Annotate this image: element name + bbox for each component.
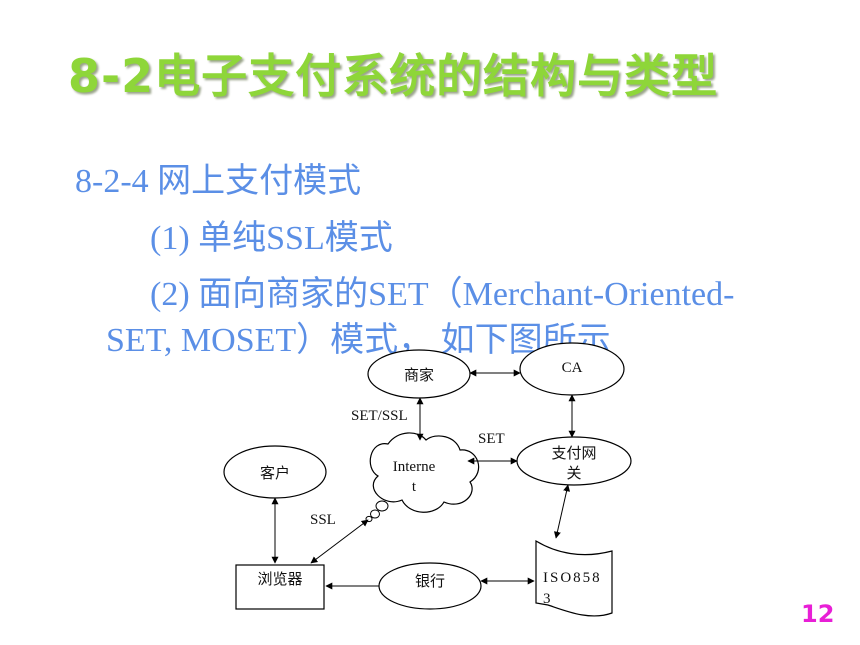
label-set-ssl: SET/SSL <box>351 408 408 424</box>
item-moset-mode-continued: SET, MOSET）模式， 如下图所示 <box>106 322 611 359</box>
internet-cloud <box>365 432 480 523</box>
page-number: 12 <box>801 600 835 628</box>
item-moset-mode: (2) 面向商家的SET（Merchant-Oriented- <box>150 276 735 313</box>
arrow-gateway-iso <box>553 484 571 539</box>
label-set: SET <box>478 431 505 447</box>
internet-label-line1: Interne <box>393 459 436 475</box>
iso8583-label-line1: ISO858 <box>543 570 602 586</box>
internet-label-line2: t <box>412 479 417 495</box>
label-ssl: SSL <box>310 512 336 528</box>
bank-label: 银行 <box>415 573 445 590</box>
item-ssl-mode: (1) 单纯SSL模式 <box>150 220 393 257</box>
browser-label: 浏览器 <box>257 571 302 588</box>
customer-label: 客户 <box>260 465 290 482</box>
gateway-label-line2: 关 <box>566 465 581 482</box>
arrow-browser-internet <box>310 519 369 564</box>
browser-node <box>235 564 325 610</box>
ca-label: CA <box>562 360 583 376</box>
iso8583-node <box>535 539 613 617</box>
iso8583-label-line2: 3 <box>543 591 551 607</box>
gateway-label-line1: 支付网 <box>551 445 596 462</box>
section-heading: 8-2-4 网上支付模式 <box>75 163 362 200</box>
slide-title: 8-2电子支付系统的结构与类型 <box>68 49 719 103</box>
merchant-label: 商家 <box>404 367 434 384</box>
